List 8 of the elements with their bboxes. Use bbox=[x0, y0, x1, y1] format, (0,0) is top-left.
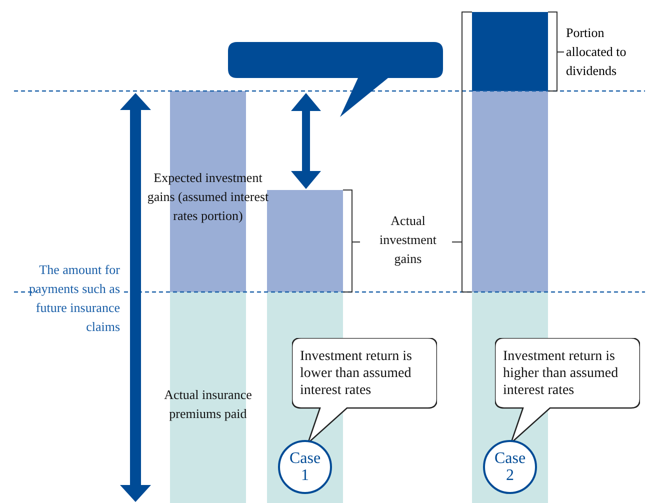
speech-bubble: Investment return is lower than assumed interest rates bbox=[292, 338, 437, 443]
text-label: Portion allocated to dividends bbox=[566, 18, 646, 84]
text-label: Expected investment gains (assumed interest rates portion) bbox=[144, 156, 272, 236]
text-label: Actual investment gains bbox=[365, 206, 451, 272]
callout-bubble bbox=[228, 42, 443, 117]
text-label: Actual insurance premiums paid bbox=[146, 383, 270, 425]
text-label: The amount for payments such as future insurance claims bbox=[22, 257, 120, 339]
speech-bubble: Investment return is higher than assumed interest rates bbox=[495, 338, 640, 443]
